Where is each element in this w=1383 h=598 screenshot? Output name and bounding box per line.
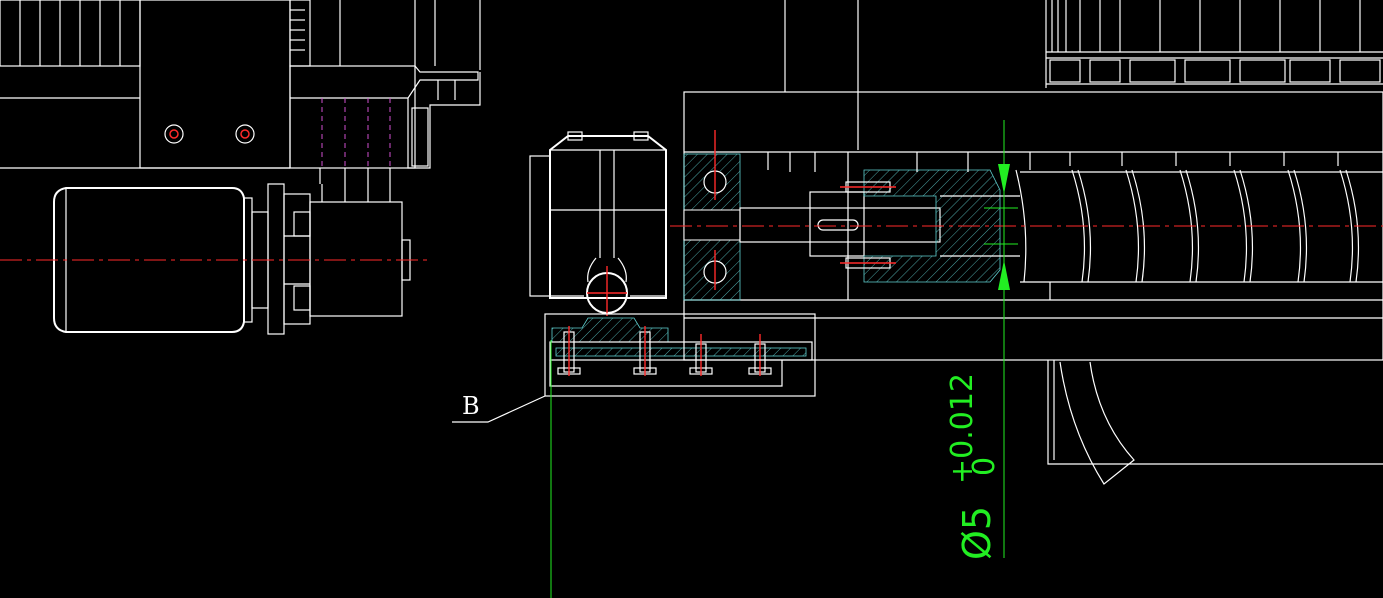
dimension-arrow — [998, 164, 1010, 194]
gearbox — [309, 201, 403, 317]
bearing-housing: B — [452, 131, 816, 423]
shaft — [739, 207, 941, 243]
diameter-symbol: Ø — [955, 530, 999, 560]
nominal-size: 5 — [955, 506, 999, 530]
key-slot — [817, 219, 859, 231]
base-bolt — [748, 334, 772, 376]
detail-label-b: B — [462, 392, 480, 420]
gear-housing — [289, 65, 416, 169]
detail-b-frame — [544, 313, 816, 397]
bolt-hole — [164, 124, 184, 144]
motor-assembly — [0, 0, 481, 335]
dimension-arrow — [998, 260, 1010, 290]
frame-plate — [139, 0, 291, 169]
hopper-chute — [1059, 361, 1135, 485]
motor-body — [53, 187, 245, 333]
callout-leader — [452, 395, 546, 423]
hopper-outline — [1047, 360, 1383, 465]
upper-tolerance: +0.012 — [945, 373, 980, 484]
base-bolt — [689, 334, 713, 376]
base-bolt — [633, 326, 657, 376]
screw-barrel-assembly — [670, 0, 1383, 485]
chain-rail — [1045, 0, 1383, 88]
diameter-dimension: Ø5 +0.012 0 — [550, 120, 1018, 598]
lower-tolerance: 0 — [967, 457, 1002, 476]
frame-block — [0, 0, 141, 67]
tolerance-text: Ø5 +0.012 0 — [945, 373, 1002, 560]
bolt-hole — [235, 124, 255, 144]
motor-flange — [267, 183, 285, 335]
svg-text:Ø5: Ø5 — [955, 506, 999, 560]
base-bolt — [557, 326, 581, 376]
coupling-hatch — [863, 169, 1001, 283]
